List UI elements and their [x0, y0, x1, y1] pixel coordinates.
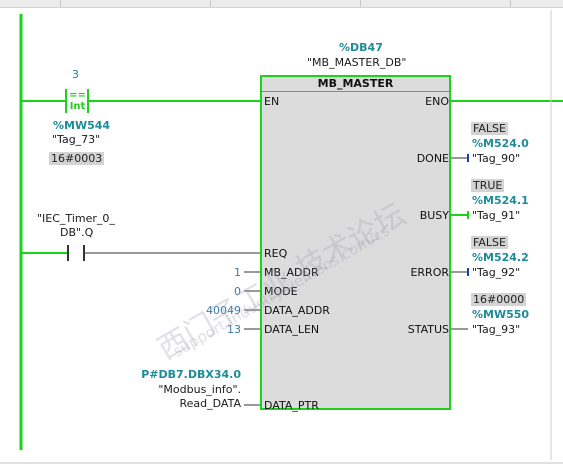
done-tag-name[interactable]: "Tag_90" — [472, 152, 521, 165]
pin-mode: MODE — [264, 285, 298, 298]
status-tag-name[interactable]: "Tag_93" — [472, 323, 521, 336]
pin-data-ptr: DATA_PTR — [264, 399, 319, 412]
error-monitor-state: FALSE — [471, 236, 508, 249]
busy-tag-name[interactable]: "Tag_91" — [472, 209, 521, 222]
block-title: MB_MASTER — [262, 77, 449, 92]
mode-value[interactable]: 0 — [234, 285, 241, 298]
pin-data-len: DATA_LEN — [264, 323, 320, 336]
pin-done: DONE — [416, 152, 449, 165]
busy-monitor-state: TRUE — [471, 179, 505, 192]
done-tag-address[interactable]: %M524.0 — [472, 137, 529, 150]
pin-en: EN — [264, 95, 280, 108]
mb-master-block[interactable]: MB_MASTER — [260, 75, 451, 410]
pin-error: ERROR — [410, 266, 449, 279]
mb-addr-value[interactable]: 1 — [234, 266, 241, 279]
compare-tag-name[interactable]: "Tag_73" — [52, 133, 101, 146]
pin-req: REQ — [264, 247, 288, 260]
data-len-value[interactable]: 13 — [227, 323, 241, 336]
error-tag-name[interactable]: "Tag_92" — [472, 266, 521, 279]
req-contact-tag-line1[interactable]: "IEC_Timer_0_ — [37, 212, 115, 225]
data-ptr-tag-line1[interactable]: "Modbus_info". — [158, 383, 241, 396]
pin-data-addr: DATA_ADDR — [264, 304, 330, 317]
status-tag-address[interactable]: %MW550 — [472, 308, 530, 321]
data-ptr-address[interactable]: P#DB7.DBX34.0 — [141, 368, 241, 381]
req-contact-tag-line2[interactable]: DB".Q — [60, 226, 94, 239]
instance-db-address[interactable]: %DB47 — [339, 41, 383, 54]
pin-mb-addr: MB_ADDR — [264, 266, 319, 279]
data-addr-value[interactable]: 40049 — [206, 304, 241, 317]
compare-monitor-value: 16#0003 — [49, 152, 105, 165]
pin-eno: ENO — [425, 95, 449, 108]
compare-op-top: == — [68, 90, 87, 101]
ruler-tick — [60, 0, 61, 7]
compare-op-bottom: Int — [68, 101, 87, 112]
pin-status: STATUS — [407, 323, 449, 336]
instance-db-name[interactable]: "MB_MASTER_DB" — [307, 56, 407, 69]
error-tag-address[interactable]: %M524.2 — [472, 251, 529, 264]
top-ruler-bar — [0, 0, 563, 8]
pin-busy: BUSY — [419, 209, 449, 222]
busy-tag-address[interactable]: %M524.1 — [472, 194, 529, 207]
ruler-tick — [210, 0, 211, 7]
compare-constant[interactable]: 3 — [72, 68, 79, 81]
ruler-tick — [360, 0, 361, 7]
ruler-tick — [510, 0, 511, 7]
status-monitor-state: 16#0000 — [471, 293, 527, 306]
done-monitor-state: FALSE — [471, 122, 508, 135]
data-ptr-tag-line2[interactable]: Read_DATA — [179, 397, 241, 410]
compare-tag-address[interactable]: %MW544 — [53, 119, 111, 132]
